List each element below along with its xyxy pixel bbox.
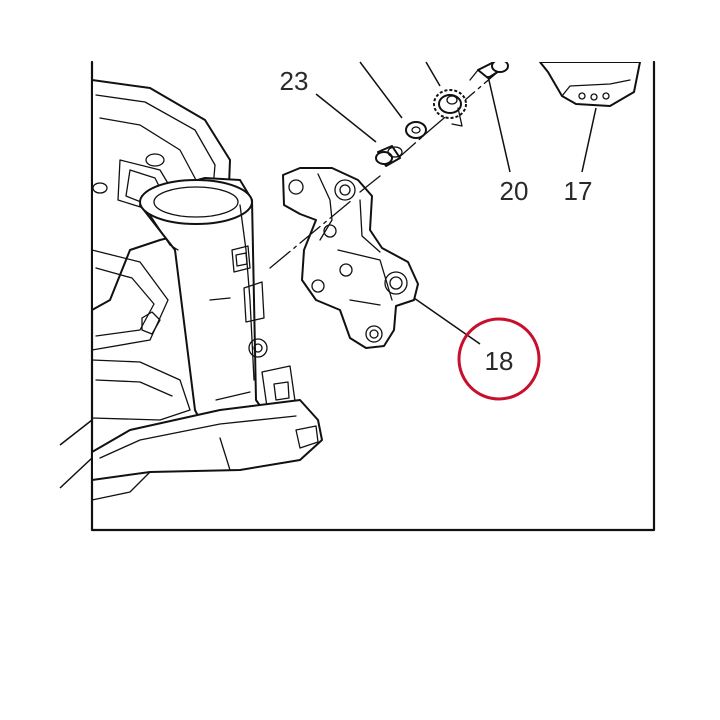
leader-20	[487, 75, 511, 173]
leader-17	[581, 107, 597, 173]
housing-part	[539, 62, 641, 107]
leader-18	[413, 297, 481, 345]
callout-label-20: 20	[500, 176, 529, 206]
callout-label-17: 17	[564, 176, 593, 206]
lower-yoke	[92, 399, 323, 501]
callout-label-18: 18	[485, 346, 514, 376]
assembly-axis-line	[269, 69, 501, 269]
leader-23	[315, 93, 377, 143]
callout-label-23: 23	[280, 66, 309, 96]
bushing-part	[375, 145, 403, 167]
head-tube	[139, 177, 297, 441]
gear-part	[433, 89, 467, 127]
highlight-circle	[457, 317, 541, 401]
screw-part	[469, 62, 509, 81]
outside-leader-left	[59, 419, 93, 489]
washer-part	[405, 121, 427, 139]
external-leader-lines	[92, 420, 93, 460]
drawing-content	[92, 62, 641, 501]
top-leader-lines	[359, 61, 441, 119]
mounting-bracket-part	[282, 167, 419, 349]
